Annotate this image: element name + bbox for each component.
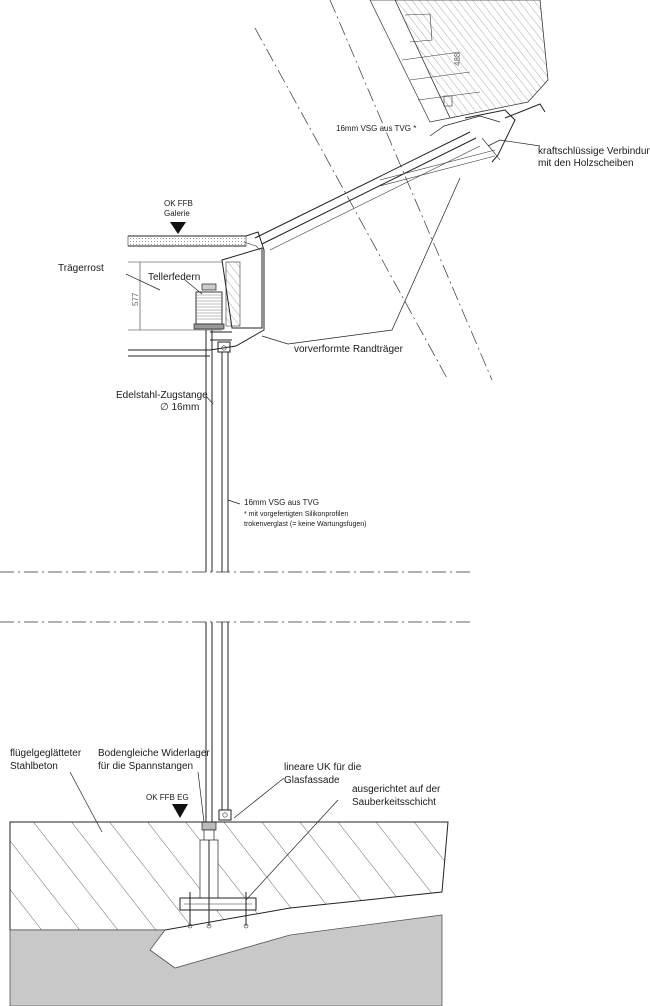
label-vsg-roof: 16mm VSG aus TVG * <box>336 124 416 133</box>
leader-vsg-fassade <box>227 499 241 505</box>
label-ok-ffb-eg: OK FFB EG <box>146 793 189 802</box>
timber-edge <box>369 0 451 123</box>
subgrade <box>9 914 443 1006</box>
axis-line-roof-left <box>254 27 449 381</box>
label-randtraeger: vorverformte Randträger <box>294 344 404 355</box>
annotation-labels: 16mm VSG aus TVG * kraftschlüssige Verbi… <box>10 124 650 808</box>
leader-tellerfedern <box>184 279 203 295</box>
label-kraft-line1: kraftschlüssige Verbindung <box>538 146 650 157</box>
label-ok-ffb-galerie-2: Galerie <box>164 209 190 218</box>
label-uk-2: Glasfassade <box>284 775 340 786</box>
label-kraft-line2: mit den Holzscheiben <box>538 158 634 169</box>
leader-lines <box>69 115 541 901</box>
leader-randtraeger-a <box>261 335 289 345</box>
roof-glass-bottom <box>261 137 477 245</box>
gallery-slab: 577 <box>127 222 265 357</box>
ground-slab <box>9 821 449 1006</box>
roof-glass-top <box>254 131 471 239</box>
label-uk-1: lineare UK für die <box>284 762 362 773</box>
leader-zugstange <box>205 395 214 405</box>
label-zugstange-1: Edelstahl-Zugstange <box>116 390 208 401</box>
label-ausgerichtet-1: ausgerichtet auf der <box>352 784 441 795</box>
label-stahlbeton-1: flügelgeglätteter <box>10 748 82 759</box>
level-marker-ground <box>172 804 188 818</box>
leader-traegerrost <box>125 273 161 291</box>
roof-depth-dimension: 488 <box>453 52 462 66</box>
label-tellerfedern: Tellerfedern <box>148 272 200 283</box>
leader-kraft <box>487 139 541 147</box>
level-marker-gallery <box>170 222 186 234</box>
leader-vsg-roof <box>429 115 501 137</box>
label-widerlager-1: Bodengleiche Widerlager <box>98 748 210 759</box>
label-ausgerichtet-2: Sauberkeitsschicht <box>352 797 436 808</box>
timber-detail <box>404 13 433 43</box>
leader-ausgerichtet <box>245 799 339 901</box>
glass-clamp-bottom <box>218 809 232 821</box>
axis-line-roof-right <box>329 0 493 381</box>
concrete-slab <box>9 821 449 931</box>
label-widerlager-2: für die Spannstangen <box>98 761 193 772</box>
leader-randtraeger-b <box>287 177 461 345</box>
roof-bracket <box>464 109 516 163</box>
label-vsg-fassade-1: 16mm VSG aus TVG <box>244 498 319 507</box>
leader-uk <box>233 777 285 819</box>
disc-springs <box>193 283 225 330</box>
label-zugstange-2: ∅ 16mm <box>160 402 199 413</box>
label-ok-ffb-galerie-1: OK FFB <box>164 199 193 208</box>
roof-structure: 488 <box>254 0 549 251</box>
leader-stahlbeton <box>69 771 103 833</box>
label-vsg-fassade-3: trokenverglast (= keine Wartungsfugen) <box>244 521 367 528</box>
label-traegerrost: Trägerrost <box>58 263 104 274</box>
leader-widerlager <box>197 771 205 823</box>
axis-lines <box>0 0 493 623</box>
bolt-head <box>443 95 453 107</box>
glass-clamp-top <box>217 341 231 353</box>
label-stahlbeton-2: Stahlbeton <box>10 761 58 772</box>
facade <box>172 330 232 906</box>
label-vsg-fassade-2: * mit vorgefertigten Silikonprofilen <box>244 511 348 518</box>
gallery-floor-top <box>127 235 247 247</box>
rost-height-dimension: 577 <box>131 292 140 306</box>
